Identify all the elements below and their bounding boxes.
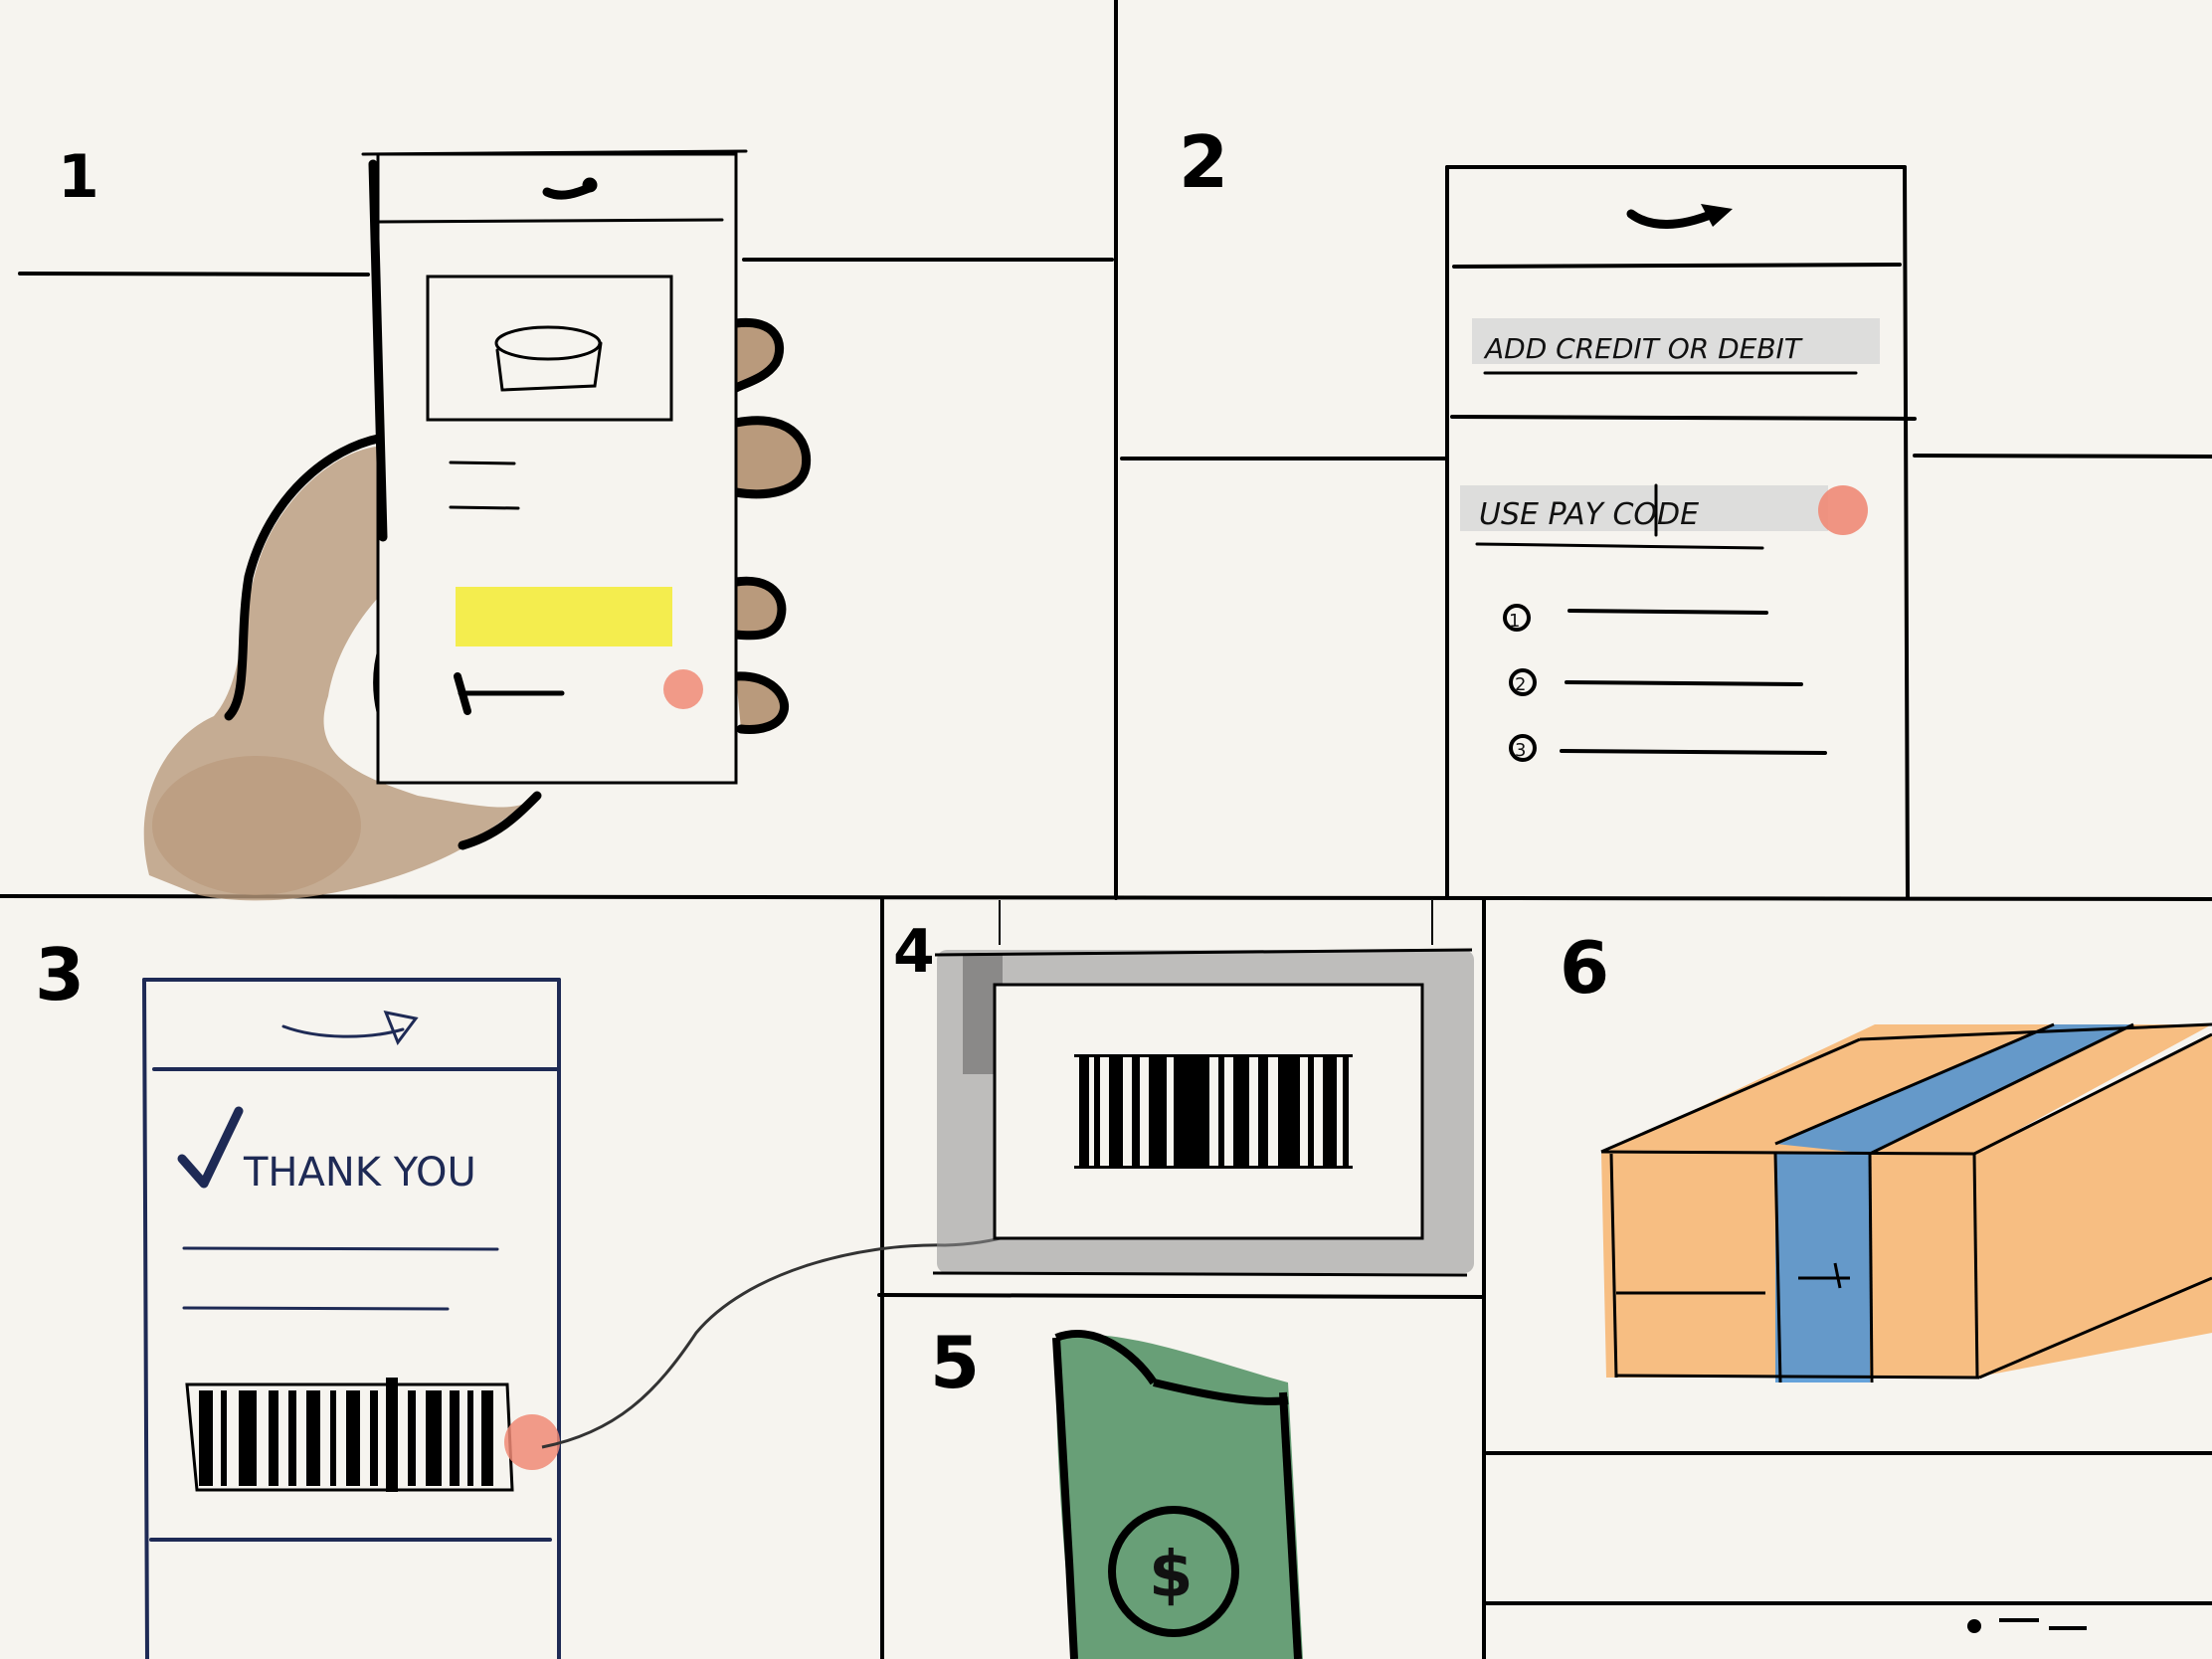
panel-3-number: 3	[35, 933, 85, 1016]
step-3-number: 3	[1515, 740, 1526, 761]
tap-indicator-icon	[663, 669, 703, 709]
checkmark-icon	[177, 1106, 244, 1189]
use-pay-code-option[interactable]: USE PAY CODE	[1479, 497, 1699, 532]
arrow-icon	[542, 177, 598, 200]
dollar-sign: $	[1149, 1539, 1194, 1612]
arrow-icon	[1626, 204, 1733, 229]
hand-illustration	[143, 317, 812, 901]
barcode-icon	[1074, 1054, 1353, 1169]
step-2-number: 2	[1515, 674, 1526, 695]
arrow-icon	[281, 1010, 419, 1046]
cash-illustration	[1052, 1330, 1303, 1659]
phone-screen-2	[1445, 165, 1917, 900]
panel-4: 4	[893, 900, 1474, 1277]
phone-screen-3	[142, 978, 561, 1659]
panel-3: 3 THANK YOU	[35, 933, 561, 1659]
tap-indicator-icon	[1818, 485, 1868, 535]
cup-icon	[494, 325, 603, 392]
panel-5: 5 $	[930, 1321, 1303, 1659]
panel-2: 2 ADD CREDIT OR DEBIT USE PAY C	[1179, 120, 1917, 900]
panel-1-number: 1	[58, 142, 99, 212]
panel-2-number: 2	[1179, 120, 1228, 204]
panel-6: 6	[1560, 926, 2212, 1633]
thank-you-message: THANK YOU	[243, 1150, 476, 1196]
package-icon	[1600, 1022, 2212, 1383]
pagination-dots	[1967, 1618, 2087, 1633]
highlight-yellow-bar	[456, 587, 672, 646]
phone-screen-1	[361, 149, 748, 785]
panel-1: 1	[58, 142, 812, 901]
add-credit-debit-option[interactable]: ADD CREDIT OR DEBIT	[1483, 332, 1803, 365]
panel-4-number: 4	[893, 917, 935, 987]
dollar-icon	[1108, 1506, 1239, 1637]
panel-6-number: 6	[1560, 926, 1609, 1010]
tap-indicator-icon	[504, 1414, 560, 1470]
panel-5-number: 5	[930, 1321, 980, 1404]
step-1-number: 1	[1509, 611, 1520, 632]
barcode-icon	[185, 1378, 560, 1492]
